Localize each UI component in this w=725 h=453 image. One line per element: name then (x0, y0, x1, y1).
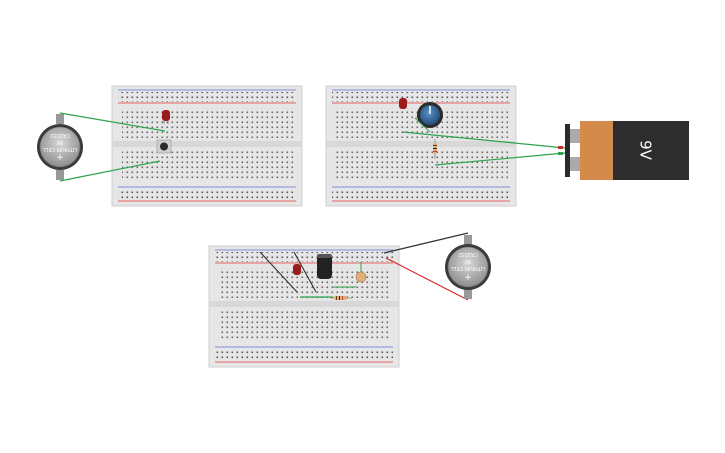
led-3[interactable] (293, 264, 301, 275)
wire-green[interactable] (59, 112, 166, 132)
led-1[interactable] (162, 110, 170, 124)
coin-cell-label: CR2032 (50, 132, 70, 138)
breadboard-3[interactable] (208, 245, 400, 368)
coin-cell-2[interactable]: CR2032 3V LITHIUM CELL + (445, 235, 491, 299)
coin-cell-label: LITHIUM CELL (451, 265, 486, 271)
coin-cell-label: 3V (464, 258, 471, 264)
battery-9v[interactable]: 9V (558, 121, 689, 180)
coin-cell-label: 3V (56, 139, 63, 145)
wire-black[interactable] (383, 232, 469, 254)
led-2[interactable] (399, 98, 407, 109)
battery-label: 9V (637, 140, 655, 161)
wire-green[interactable] (434, 152, 566, 166)
breadboard-1[interactable] (111, 85, 303, 207)
breadboard-2[interactable] (325, 85, 517, 207)
coin-cell-label: CR2032 (458, 251, 478, 257)
pushbutton[interactable] (156, 139, 172, 154)
wire-black[interactable] (259, 251, 298, 293)
capacitor[interactable] (317, 254, 332, 279)
resistor-2[interactable] (330, 296, 352, 300)
resistor-1[interactable] (433, 139, 437, 159)
coin-cell-label: LITHIUM CELL (43, 146, 78, 152)
coin-cell-plus: + (56, 153, 64, 163)
coin-cell-plus: + (464, 273, 472, 283)
photoresistor[interactable] (355, 262, 367, 283)
coin-cell-1[interactable]: CR2032 3V LITHIUM CELL + (37, 114, 83, 180)
wire-black[interactable] (293, 251, 317, 293)
wire-green[interactable] (414, 117, 431, 133)
potentiometer[interactable] (417, 102, 443, 128)
wire-red[interactable] (385, 257, 469, 301)
wire-green[interactable] (402, 131, 566, 149)
wire-green[interactable] (59, 160, 161, 182)
